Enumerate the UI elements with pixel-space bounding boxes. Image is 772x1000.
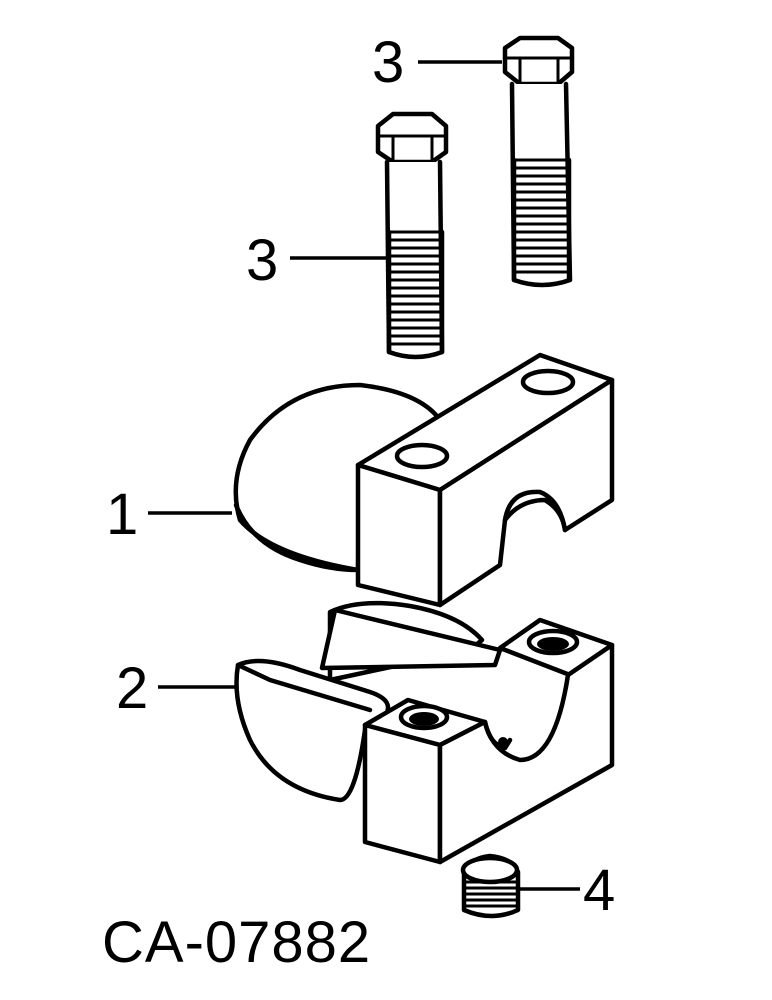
callout-upper-half: 1 xyxy=(106,482,138,547)
leader-lines xyxy=(148,60,580,891)
figure-id: CA-07882 xyxy=(102,910,371,975)
bolt-right xyxy=(502,35,575,288)
bolt-right-threads xyxy=(511,157,572,283)
upper-bearing-half xyxy=(233,352,615,608)
callout-lower-half: 2 xyxy=(116,656,148,721)
bolt-left-threads xyxy=(386,229,445,355)
callout-bolt-left: 3 xyxy=(246,228,278,293)
callout-plug: 4 xyxy=(583,858,615,923)
plug-part xyxy=(460,853,521,919)
bolt-left xyxy=(375,111,449,360)
callout-bolt-right: 3 xyxy=(372,30,404,95)
lower-bearing-half xyxy=(234,600,615,865)
